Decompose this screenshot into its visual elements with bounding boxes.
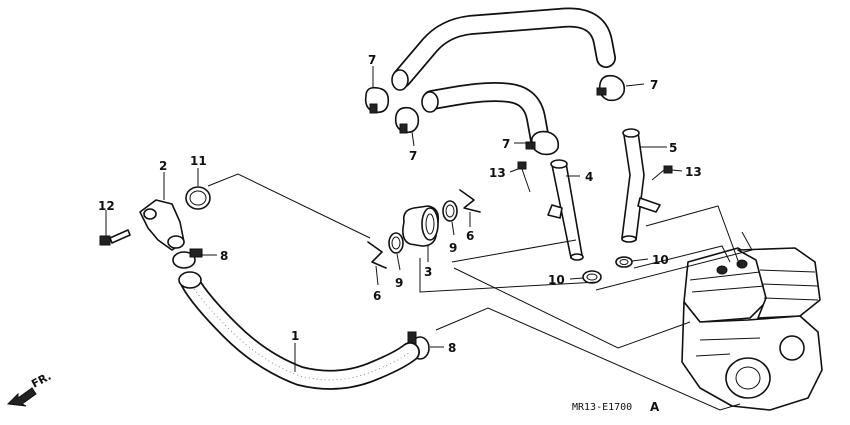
callout-6b: 6 [466,229,474,243]
retaining-clip-6a[interactable] [367,241,387,269]
callout-7b: 7 [409,149,417,163]
bolt-13a[interactable] [517,161,531,193]
callout-1: 1 [291,329,299,343]
water-hose-1[interactable] [178,271,420,390]
diagram-code-block: MR13-E1700 A [572,400,660,414]
callout-7d: 7 [502,137,510,151]
diagram-revision: A [650,400,660,414]
callout-10a: 10 [548,273,565,287]
callout-13a: 13 [489,166,506,180]
callout-10b: 10 [652,253,669,267]
o-ring-10a[interactable] [582,270,602,284]
o-ring-9b[interactable] [442,200,458,222]
callout-labels: 7 7 7 7 4 5 13 13 10 10 3 9 9 6 6 2 11 1… [98,53,702,355]
callout-13b: 13 [685,165,702,179]
callout-4: 4 [585,170,593,184]
hose-clamp-7c[interactable] [596,74,626,102]
callout-6a: 6 [373,289,381,303]
hose-clamp-7a[interactable] [364,86,390,114]
o-ring-10b[interactable] [615,256,633,268]
engine-assembly [681,247,823,411]
hose-clamp-7b[interactable] [394,106,420,134]
callout-9b: 9 [449,241,457,255]
callout-8b: 8 [448,341,456,355]
water-pipe-5[interactable] [621,128,661,243]
hose-clamp-7d[interactable] [525,130,560,156]
callout-7a: 7 [368,53,376,67]
retaining-clip-6b[interactable] [459,189,481,213]
upper-hose-b[interactable] [421,82,550,150]
pipe-joint-3[interactable] [402,205,440,247]
o-ring-9a[interactable] [388,232,404,254]
callout-3: 3 [424,265,432,279]
water-pipe-4[interactable] [547,159,584,261]
callout-11: 11 [190,154,207,168]
o-ring-11[interactable] [185,186,211,210]
front-direction-label: FR. [29,370,53,391]
callout-12: 12 [98,199,115,213]
callout-8a: 8 [220,249,228,263]
bolt-12[interactable] [99,229,131,246]
bolt-13b[interactable] [651,165,673,181]
front-arrow-icon [6,387,37,407]
diagram-code: MR13-E1700 [572,402,632,413]
front-direction-indicator: FR. [6,370,53,407]
upper-hose-a[interactable] [391,7,616,91]
callout-7c: 7 [650,78,658,92]
callout-leaders [105,66,683,372]
hose-clamp-8a[interactable] [172,248,203,269]
callout-9a: 9 [395,276,403,290]
assembly-reference-lines [207,173,753,411]
callout-2: 2 [159,159,167,173]
callout-5: 5 [669,141,677,155]
thermostat-housing-2[interactable] [139,199,185,251]
